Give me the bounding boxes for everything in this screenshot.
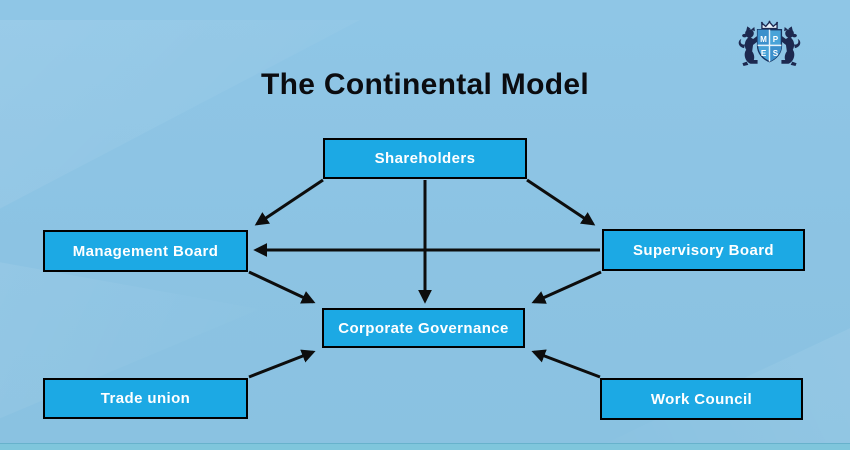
mpes-logo: M P E S <box>737 19 802 75</box>
node-work-council-label: Work Council <box>650 390 753 408</box>
crest-letter-p: P <box>773 35 779 44</box>
arrow-shareholders-to-management <box>254 178 324 226</box>
arrow-management-to-corporate <box>248 270 316 304</box>
page-title: The Continental Model <box>261 68 589 101</box>
arrow-supervisory-to-corporate <box>531 270 602 304</box>
arrow-shareholders-to-supervisory <box>526 178 596 226</box>
node-work-council: Work Council <box>600 378 803 420</box>
crest-letter-m: M <box>760 35 767 44</box>
shield-icon: M P E S <box>756 28 783 63</box>
node-trade-union-label: Trade union <box>100 390 191 407</box>
node-management-board-label: Management Board <box>72 242 219 260</box>
node-supervisory-board-label: Supervisory Board <box>632 241 774 259</box>
bottom-accent-band <box>0 443 850 450</box>
node-shareholders: Shareholders <box>323 138 527 179</box>
node-shareholders-label: Shareholders <box>374 150 476 167</box>
node-supervisory-board: Supervisory Board <box>602 229 805 271</box>
arrow-trade-to-corporate <box>248 349 316 379</box>
node-management-board: Management Board <box>43 230 248 272</box>
node-corporate-governance: Corporate Governance <box>322 308 525 348</box>
crown-icon <box>760 20 779 30</box>
lion-left-icon <box>738 26 762 66</box>
crest-letter-s: S <box>773 49 779 58</box>
node-corporate-governance-label: Corporate Governance <box>338 319 509 337</box>
mpes-crest-icon: M P E S <box>738 20 801 66</box>
crest-letter-e: E <box>761 49 767 58</box>
arrow-work-to-corporate <box>531 349 601 379</box>
node-trade-union: Trade union <box>43 378 248 419</box>
